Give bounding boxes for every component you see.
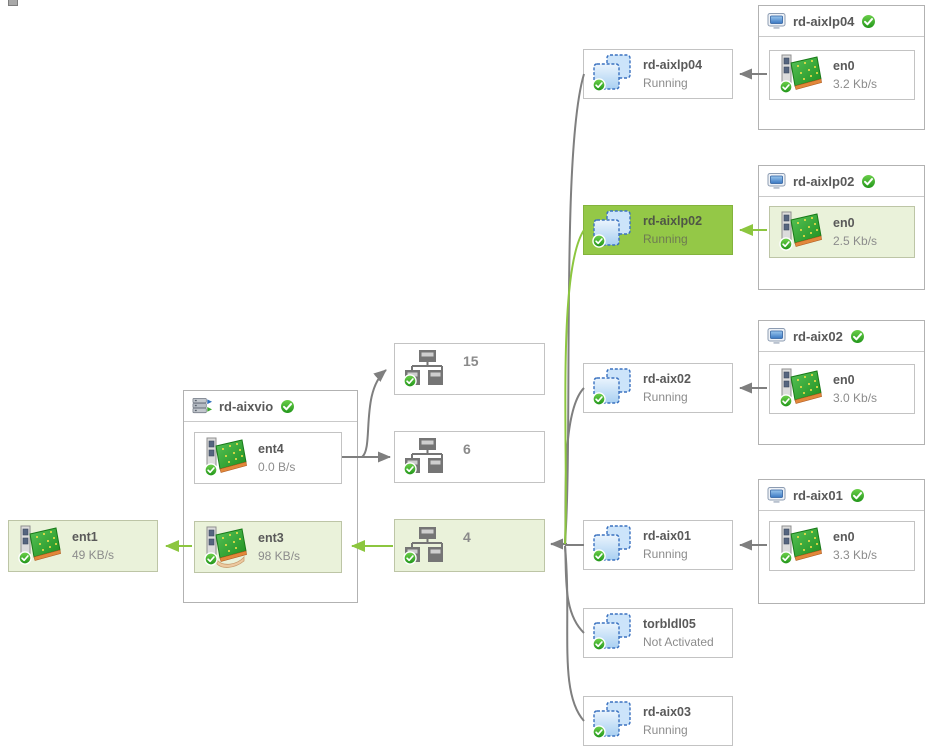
network-id: 4 (463, 529, 471, 545)
lpar-name: rd-aixlp04 (643, 58, 703, 72)
edge-lp02-to-fan (564, 229, 585, 545)
virtual-machine-icon (592, 525, 634, 565)
adapter-label: ent3 (258, 531, 284, 545)
check-badge-icon (860, 13, 877, 30)
virtual-machine-icon (592, 613, 634, 653)
monitor-icon (767, 12, 787, 30)
adapter-label: en0 (833, 530, 855, 544)
lpar-rd-aix03[interactable]: rd-aix03 Running (583, 696, 733, 746)
adapter-label: en0 (833, 373, 855, 387)
lpar-name: rd-aix01 (643, 529, 691, 543)
host-title: rd-aixlp02 (793, 173, 855, 189)
network-card-icon (778, 54, 824, 96)
adapter-rate: 3.0 Kb/s (833, 391, 878, 405)
host-rd-aixlp04: rd-aixlp04 en0 3.2 Kb/s (758, 5, 925, 130)
host-rd-aix01: rd-aix01 en0 3.3 Kb/s (758, 479, 925, 604)
network-card-hand-icon (203, 526, 249, 568)
adapter-en0-aix02[interactable]: en0 3.0 Kb/s (769, 364, 915, 414)
adapter-rate: 3.2 Kb/s (833, 77, 878, 91)
lpar-status: Running (643, 723, 688, 737)
network-4[interactable]: 4 (394, 519, 545, 572)
host-title: rd-aix02 (793, 328, 843, 344)
adapter-ent4[interactable]: ent4 0.0 B/s (194, 432, 342, 484)
network-card-icon (203, 437, 249, 479)
host-header[interactable]: rd-aixlp02 (759, 166, 924, 197)
lpar-name: torbldl05 (643, 617, 696, 631)
adapter-en0-aix01[interactable]: en0 3.3 Kb/s (769, 521, 915, 571)
network-card-icon (17, 525, 63, 567)
lpar-status: Running (643, 232, 688, 246)
adapter-ent3[interactable]: ent3 98 KB/s (194, 521, 342, 573)
network-6[interactable]: 6 (394, 431, 545, 483)
check-badge-icon (849, 328, 866, 345)
virtual-machine-icon (592, 368, 634, 408)
lpar-status: Running (643, 76, 688, 90)
lpar-status: Running (643, 390, 688, 404)
server-stack-icon (192, 396, 213, 416)
adapter-rate: 49 KB/s (72, 548, 115, 562)
lpar-rd-aix02[interactable]: rd-aix02 Running (583, 363, 733, 413)
monitor-icon (767, 327, 787, 345)
network-segment-icon (403, 437, 449, 477)
lpar-name: rd-aix02 (643, 372, 691, 386)
network-segment-icon (403, 349, 449, 389)
network-id: 6 (463, 441, 471, 457)
host-header[interactable]: rd-aix01 (759, 480, 924, 511)
lpar-rd-aixlp02[interactable]: rd-aixlp02 Running (583, 205, 733, 255)
adapter-en0-lp02[interactable]: en0 2.5 Kb/s (769, 206, 915, 258)
network-card-icon (778, 211, 824, 253)
adapter-en0-lp04[interactable]: en0 3.2 Kb/s (769, 50, 915, 100)
check-badge-icon (860, 173, 877, 190)
vios-container: rd-aixvio ent4 0.0 B/s ent3 98 KB/s (183, 390, 358, 603)
virtual-machine-icon (592, 210, 634, 250)
network-segment-icon (403, 526, 449, 566)
network-card-icon (778, 368, 824, 410)
host-rd-aixlp02: rd-aixlp02 en0 2.5 Kb/s (758, 165, 925, 290)
adapter-rate: 98 KB/s (258, 549, 301, 563)
monitor-icon (767, 172, 787, 190)
lpar-status: Running (643, 547, 688, 561)
vios-title: rd-aixvio (219, 398, 274, 414)
adapter-label: ent1 (72, 530, 98, 544)
edge-aix03-to-fan (564, 545, 585, 722)
adapter-label: ent4 (258, 442, 284, 456)
adapter-rate: 3.3 Kb/s (833, 548, 878, 562)
network-card-icon (778, 525, 824, 567)
virtual-machine-icon (592, 54, 634, 94)
network-15[interactable]: 15 (394, 343, 545, 395)
check-badge-icon (849, 487, 866, 504)
lpar-name: rd-aix03 (643, 705, 691, 719)
host-rd-aix02: rd-aix02 en0 3.0 Kb/s (758, 320, 925, 445)
adapter-label: en0 (833, 59, 855, 73)
vios-header[interactable]: rd-aixvio (184, 391, 357, 422)
host-header[interactable]: rd-aixlp04 (759, 6, 924, 37)
edge-torbldl05-to-fan (564, 545, 585, 634)
adapter-ent1[interactable]: ent1 49 KB/s (8, 520, 158, 572)
clipped-icon (8, 0, 18, 6)
network-id: 15 (463, 353, 479, 369)
edge-aix02-to-fan (564, 387, 585, 545)
monitor-icon (767, 486, 787, 504)
check-badge-icon (279, 398, 296, 415)
host-header[interactable]: rd-aix02 (759, 321, 924, 352)
lpar-name: rd-aixlp02 (643, 214, 703, 228)
lpar-rd-aix01[interactable]: rd-aix01 Running (583, 520, 733, 570)
adapter-rate: 2.5 Kb/s (833, 234, 878, 248)
host-title: rd-aix01 (793, 487, 843, 503)
adapter-label: en0 (833, 216, 855, 230)
host-title: rd-aixlp04 (793, 13, 855, 29)
adapter-rate: 0.0 B/s (258, 460, 296, 474)
lpar-rd-aixlp04[interactable]: rd-aixlp04 Running (583, 49, 733, 99)
lpar-torbldl05[interactable]: torbldl05 Not Activated (583, 608, 733, 658)
virtual-machine-icon (592, 701, 634, 741)
edge-lp04-to-fan (564, 73, 585, 545)
lpar-status: Not Activated (643, 635, 714, 649)
edge-ent4-to-net15 (361, 369, 387, 458)
